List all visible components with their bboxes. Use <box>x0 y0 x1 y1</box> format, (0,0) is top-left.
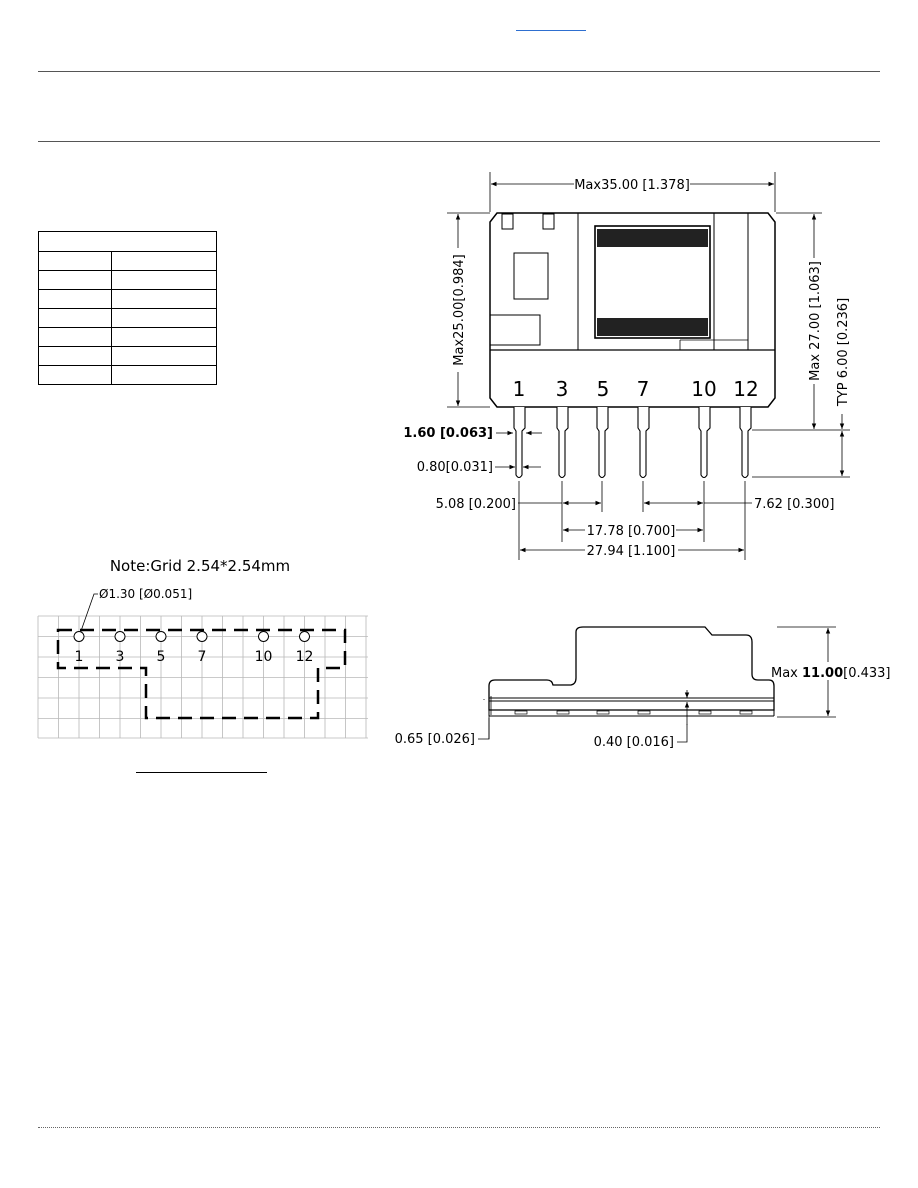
dim-pitch2-label: 7.62 [0.300] <box>754 497 834 512</box>
footprint-holes <box>73 631 310 642</box>
hole-7 <box>196 631 208 642</box>
hole-10 <box>258 631 269 642</box>
pin-1 <box>513 407 526 479</box>
hole-12 <box>299 631 310 642</box>
pin-label-7: 7 <box>637 377 650 401</box>
gap-label: 0.40 [0.016] <box>594 735 674 750</box>
footer-divider <box>38 1127 880 1128</box>
dim-pin-width-label: 1.60 [0.063] <box>403 426 493 441</box>
footprint-label-7: 7 <box>198 649 207 665</box>
footprint-outline <box>56 628 347 720</box>
dim-total-height-label: Max 27.00 [1.063] <box>808 261 823 381</box>
pin-label-3: 3 <box>556 377 569 401</box>
pin-7 <box>637 407 650 479</box>
transformer-band-bottom <box>597 318 708 336</box>
pin-label-12: 12 <box>733 377 758 401</box>
header-divider-bottom <box>38 141 880 142</box>
dim-pin-thickness-label: 0.80[0.031] <box>417 460 493 475</box>
hole-leader <box>80 593 98 632</box>
transformer-band-top <box>597 229 708 247</box>
module-body-outline <box>489 212 776 408</box>
pin-label-5: 5 <box>597 377 610 401</box>
footprint-label-3: 3 <box>116 649 125 665</box>
table-row <box>38 289 217 309</box>
gap-leader <box>677 724 688 743</box>
dim-width-label: Max35.00 [1.378] <box>574 178 690 193</box>
hole-dim-label: Ø1.30 [Ø0.051] <box>99 587 192 601</box>
body-tab-left <box>501 213 514 230</box>
dim-height-label: Max25.00[0.984] <box>452 254 467 365</box>
pin-12 <box>739 407 752 479</box>
dim-span2-label: 27.94 [1.100] <box>587 544 676 559</box>
transformer-core <box>594 225 711 339</box>
footprint-label-5: 5 <box>157 649 166 665</box>
footprint-label-10: 10 <box>255 649 273 665</box>
pin-5 <box>596 407 609 479</box>
body-tab-right <box>542 213 555 230</box>
pin-connection-table <box>38 231 217 385</box>
pin-3 <box>556 407 569 479</box>
pins <box>513 407 752 479</box>
pin-label-10: 10 <box>691 377 716 401</box>
hole-3 <box>114 631 126 642</box>
standoff-leader <box>478 718 490 740</box>
caption-underline <box>136 772 267 773</box>
body-component <box>513 252 549 300</box>
body-component-2 <box>490 314 541 346</box>
side-body-outline <box>488 626 775 711</box>
hole-1 <box>73 631 85 642</box>
standoff-label: 0.65 [0.026] <box>395 732 475 747</box>
header-divider-top <box>38 71 880 72</box>
footprint-label-12: 12 <box>296 649 314 665</box>
hole-5 <box>155 631 167 642</box>
table-row <box>38 365 217 385</box>
header-link-underline[interactable] <box>516 30 586 31</box>
dim-pitch-label: 5.08 [0.200] <box>436 497 516 512</box>
grid-note: Note:Grid 2.54*2.54mm <box>110 557 290 575</box>
table-row <box>38 251 217 271</box>
pin-10 <box>698 407 711 479</box>
dim-span1-label: 17.78 [0.700] <box>587 524 676 539</box>
dim-pin-length-label: TYP 6.00 [0.236] <box>836 298 851 407</box>
pin-label-1: 1 <box>513 377 526 401</box>
side-pins <box>514 710 753 715</box>
side-height-label: Max 11.00[0.433] <box>771 666 891 681</box>
footprint-label-1: 1 <box>75 649 84 665</box>
